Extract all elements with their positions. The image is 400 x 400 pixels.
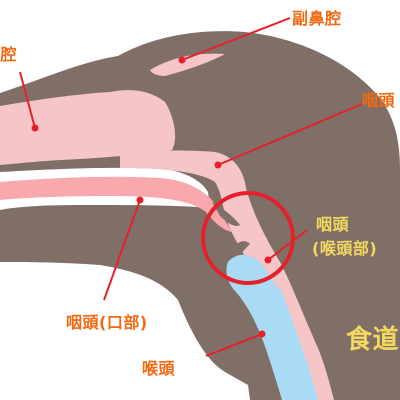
highlight-circle (201, 191, 295, 285)
leader-larynx (205, 333, 263, 357)
dot-nasal (31, 124, 39, 132)
dot-sinus (178, 56, 186, 64)
leader-dots (31, 56, 272, 338)
leader-nasal (19, 71, 36, 129)
dot-pharynx (214, 161, 222, 169)
label-pharynx-laryngeal: 咽頭 (316, 215, 350, 234)
dot-larynx (258, 330, 266, 338)
trachea (226, 254, 318, 400)
label-esophagus: 食道 (346, 325, 400, 355)
leader-sinus (181, 17, 291, 61)
nasal-concha (115, 111, 135, 119)
label-paranasal-sinus: 副鼻腔 (292, 9, 342, 28)
label-larynx: 喉頭 (142, 359, 176, 378)
leader-pharynx-oral (103, 199, 141, 301)
oral-airway (0, 176, 232, 232)
label-pharynx: 咽頭 (362, 91, 396, 110)
epiglottis (212, 202, 240, 226)
leader-pharynx-laryngeal (267, 229, 308, 261)
label-nasal-cavity: 鼻腔 (0, 45, 18, 64)
dot-pharynx-oral (136, 196, 144, 204)
dot-pharynx-laryngeal (264, 256, 272, 264)
leader-pharynx (217, 103, 363, 166)
sinus-region (150, 53, 225, 76)
nasal-concha (121, 95, 149, 105)
leader-lines (19, 17, 363, 357)
nasal-cavity-region (0, 90, 176, 165)
label-pharynx-oral: 咽頭(口部) (66, 313, 148, 332)
label-pharynx-laryngeal-sub: (喉頭部) (312, 239, 378, 258)
